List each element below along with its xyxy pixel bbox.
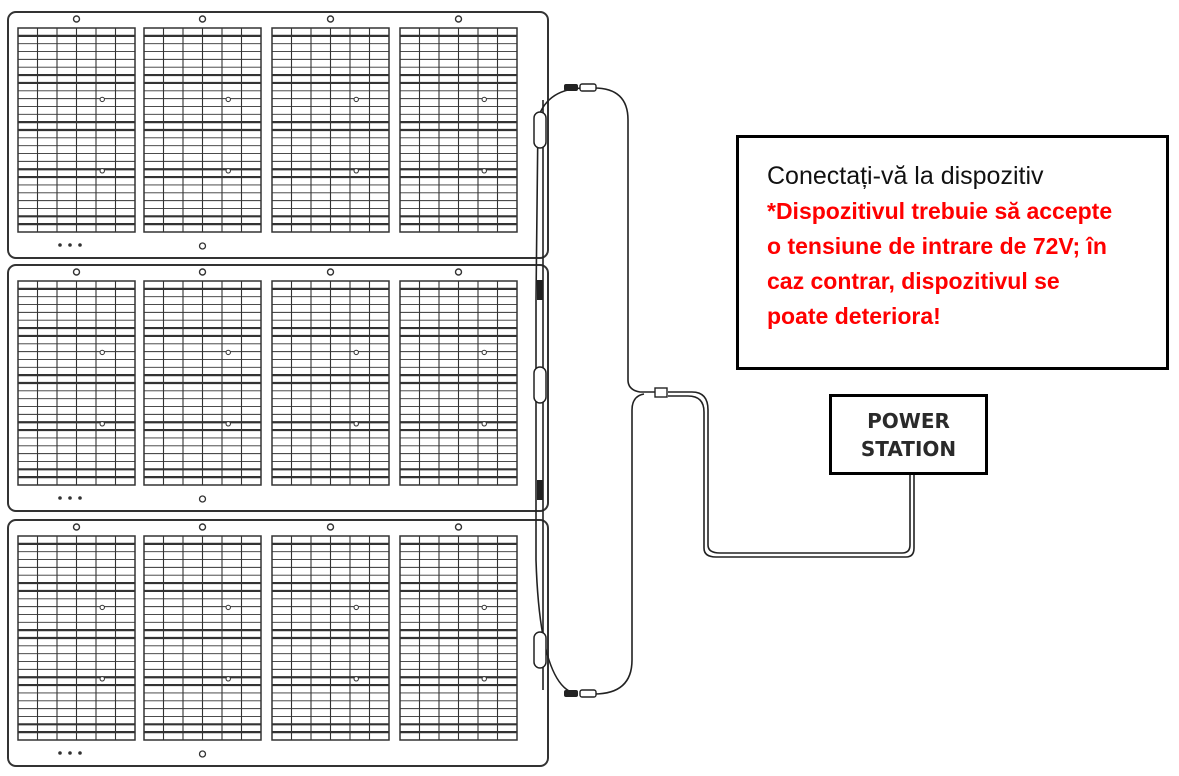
- panel-marking: [68, 243, 72, 247]
- cell-dot: [225, 604, 231, 611]
- connectors: [533, 83, 668, 698]
- cell-dot: [353, 168, 359, 174]
- grommet-hole: [72, 523, 81, 531]
- inline-fuse: [533, 631, 547, 669]
- grommet-hole: [454, 15, 463, 23]
- grommet-hole: [198, 242, 207, 250]
- voltage-warning: *Dispozitivul trebuie să accepte o tensi…: [767, 198, 1113, 329]
- cell-dot: [353, 96, 359, 103]
- grommet-hole: [454, 268, 463, 276]
- panel-junction: [537, 480, 543, 500]
- power-station-label-2: STATION: [860, 436, 957, 461]
- cell-dot: [353, 349, 359, 356]
- panel-marking: [68, 751, 72, 755]
- cell-dot: [99, 676, 105, 682]
- solar-panels: [7, 11, 549, 767]
- cell-dot: [225, 168, 231, 174]
- panel-marking: [58, 751, 62, 755]
- cell-dot: [481, 349, 487, 356]
- inline-fuse: [533, 111, 547, 149]
- cell-dot: [481, 604, 487, 611]
- cable-loop-left: [535, 87, 586, 695]
- output-cable: [668, 391, 911, 554]
- panel-marking: [58, 496, 62, 500]
- solar-cell-module: [143, 280, 262, 486]
- panel-frame: [7, 519, 549, 767]
- solar-cell-module: [399, 280, 518, 486]
- panel-marking: [58, 243, 62, 247]
- panel-frame: [7, 264, 549, 512]
- cell-dot: [99, 604, 105, 611]
- cable-loop-right-lower: [593, 393, 645, 695]
- grommet-hole: [326, 268, 335, 276]
- output-cable-inner: [668, 395, 915, 558]
- solar-cell-module: [271, 27, 390, 233]
- solar-cell-module: [17, 535, 136, 741]
- cell-dot: [481, 96, 487, 103]
- warning-note-box: Conectați-vă la dispozitiv *Dispozitivul…: [736, 135, 1169, 370]
- solar-cell-module: [143, 27, 262, 233]
- wiring: [535, 87, 915, 695]
- cell-dot: [225, 676, 231, 682]
- cell-dot: [99, 96, 105, 103]
- grommet-hole: [72, 15, 81, 23]
- solar-panel: [7, 519, 549, 767]
- solar-cell-module: [17, 27, 136, 233]
- panel-marking: [78, 243, 82, 247]
- solar-cell-module: [399, 27, 518, 233]
- solar-panel: [7, 11, 549, 259]
- grommet-hole: [198, 268, 207, 276]
- grommet-hole: [326, 523, 335, 531]
- grommet-hole: [72, 268, 81, 276]
- cell-dot: [481, 168, 487, 174]
- cell-dot: [99, 421, 105, 427]
- panel-marking: [78, 496, 82, 500]
- y-splitter: [654, 387, 668, 398]
- cell-dot: [225, 349, 231, 356]
- cell-dot: [225, 96, 231, 103]
- panel-frame: [7, 11, 549, 259]
- solar-cell-module: [271, 280, 390, 486]
- panel-marking: [78, 751, 82, 755]
- solar-cell-module: [271, 535, 390, 741]
- solar-panel: [7, 264, 549, 512]
- mc4-connector: [564, 690, 578, 697]
- cell-dot: [99, 349, 105, 356]
- cell-dot: [353, 421, 359, 427]
- grommet-hole: [198, 15, 207, 23]
- cell-dot: [353, 676, 359, 682]
- connect-instruction: Conectați-vă la dispozitiv: [767, 162, 1044, 190]
- cable-loop-right: [593, 87, 662, 393]
- grommet-hole: [454, 523, 463, 531]
- cell-dot: [99, 168, 105, 174]
- panel-junction: [537, 280, 543, 300]
- power-station-label-1: POWER: [867, 408, 950, 433]
- grommet-hole: [198, 495, 207, 503]
- grommet-hole: [198, 750, 207, 758]
- solar-cell-module: [399, 535, 518, 741]
- inline-fuse: [533, 366, 547, 404]
- grommet-hole: [198, 523, 207, 531]
- grommet-hole: [326, 15, 335, 23]
- mc4-connector: [564, 84, 578, 91]
- cell-dot: [225, 421, 231, 427]
- mc4-connector: [579, 689, 597, 698]
- solar-cell-module: [143, 535, 262, 741]
- power-station-box: POWER STATION: [829, 394, 988, 475]
- cell-dot: [481, 676, 487, 682]
- cell-dot: [353, 604, 359, 611]
- solar-cell-module: [17, 280, 136, 486]
- mc4-connector: [579, 83, 597, 92]
- panel-marking: [68, 496, 72, 500]
- cell-dot: [481, 421, 487, 427]
